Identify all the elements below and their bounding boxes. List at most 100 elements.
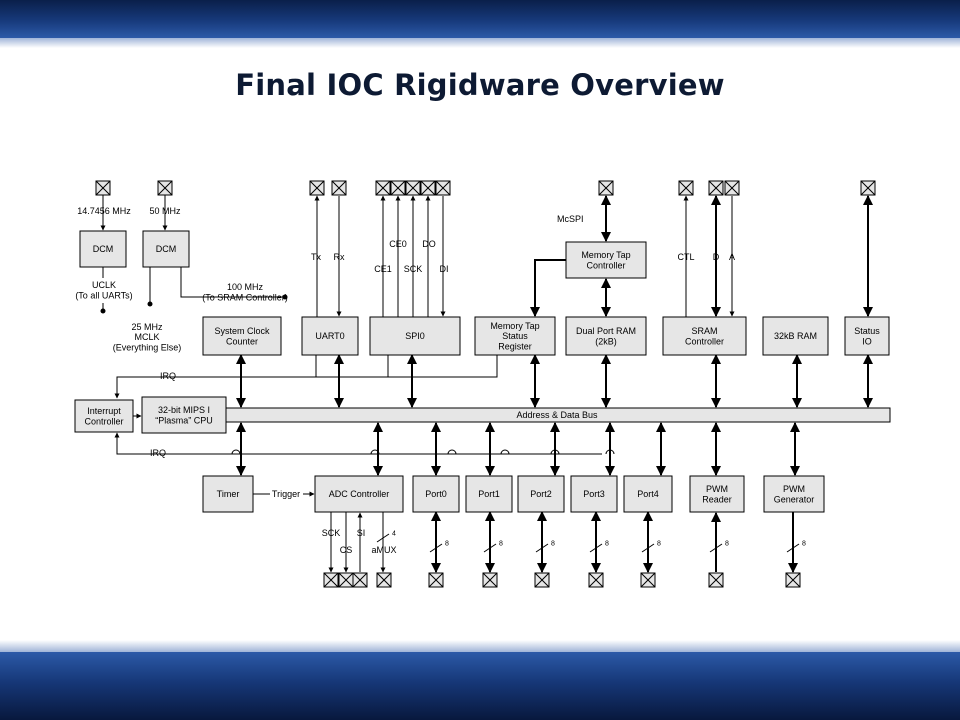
mem-tap-ctrl-label-line-2: Controller [586, 260, 625, 270]
ce0-label: CE0 [389, 239, 407, 249]
top-banner [0, 0, 960, 38]
mem-tap-status-label-line-3: Register [498, 342, 532, 352]
sram-clk-label-line-2: (To SRAM Controller) [202, 292, 288, 302]
sram-ctrl-box [662, 316, 747, 356]
dcm-1-box [79, 230, 127, 268]
irq-bottom-line [116, 433, 602, 455]
pin-d-x2 [708, 180, 724, 196]
port4-slash-width: 8 [657, 540, 661, 547]
mem-tap-status-box [474, 316, 556, 356]
pwm-gen-label-line-2: Generator [774, 494, 815, 504]
uclk-label-line-1: UCLK [92, 280, 116, 290]
bottom-banner [0, 652, 960, 720]
pin-port3-x2 [588, 572, 604, 588]
pwm-gen-box [763, 475, 825, 513]
pin-rx-x2 [331, 180, 347, 196]
dual-port-ram-label-line-2: (2kB) [595, 336, 617, 346]
pin-spi-5-x2 [435, 180, 451, 196]
spi0-label: SPI0 [405, 331, 425, 341]
irq-hop-3 [447, 449, 457, 455]
uart0-label: UART0 [315, 331, 344, 341]
adc-si-label: SI [357, 528, 366, 538]
dual-port-ram-box [565, 316, 647, 356]
mem-tap-status-label-line-2: Status [502, 331, 528, 341]
port0-box [412, 475, 460, 513]
port0-slash-width: 8 [445, 540, 449, 547]
trigger-label-bg [270, 488, 303, 500]
timer-box [202, 475, 254, 513]
block-shapes [74, 230, 891, 513]
ram-32k-box [762, 316, 829, 356]
pin-spi-4-x2 [420, 180, 436, 196]
mem-tap-ctrl-box [565, 241, 647, 279]
pin-clk2-x2 [157, 180, 173, 196]
pin-pwm-reader-x2 [708, 572, 724, 588]
pin-spi-2-x2 [390, 180, 406, 196]
port2-label: Port2 [530, 489, 552, 499]
pwm-gen-label-line-1: PWM [783, 484, 805, 494]
sram-ctrl-label-line-2: Controller [685, 336, 724, 346]
port3-label: Port3 [583, 489, 605, 499]
pwm-reader-slash [709, 543, 723, 553]
status-io-label-line-2: IO [862, 336, 872, 346]
a-label: A [729, 252, 735, 262]
port0-slash [429, 543, 443, 553]
pin-shapes [95, 180, 876, 588]
uclk-label-line-2: (To all UARTs) [75, 290, 132, 300]
irq-top-arrow [114, 376, 200, 399]
connection-lines [100, 195, 873, 573]
top-banner-glow [0, 38, 960, 48]
pin-a-x2 [724, 180, 740, 196]
clk1-freq-label: 14.7456 MHz [77, 206, 131, 216]
pin-mcspi-x2 [598, 180, 614, 196]
status-io-box [844, 316, 890, 356]
pin-adc-si-x2 [352, 572, 368, 588]
port1-slash [483, 543, 497, 553]
port2-slash [535, 543, 549, 553]
port4-slash [641, 543, 655, 553]
ctl-label: CTL [677, 252, 694, 262]
clk2-freq-label: 50 MHz [149, 206, 181, 216]
do-label: DO [422, 239, 436, 249]
port1-label: Port1 [478, 489, 500, 499]
irq-hop-4 [500, 449, 510, 455]
cpu-label-line-1: 32-bit MIPS I [158, 405, 210, 415]
mclk-dot [147, 301, 153, 307]
system-clock-counter-label-line-1: System Clock [214, 326, 270, 336]
pin-spi-1-x2 [375, 180, 391, 196]
irq-hop-1 [231, 449, 241, 455]
pin-clk1-x2 [95, 180, 111, 196]
port2-slash-width: 8 [551, 540, 555, 547]
dcm-1-label: DCM [93, 244, 114, 254]
pwm-gen-slash-width: 8 [802, 540, 806, 547]
port0-label: Port0 [425, 489, 447, 499]
pin-port0-x2 [428, 572, 444, 588]
adc-amux-slash-width: 4 [392, 530, 396, 537]
cpu-box [141, 396, 227, 434]
pin-tx-x2 [309, 180, 325, 196]
adc-amux-slash [376, 533, 390, 543]
uart0-box [301, 316, 359, 356]
pwm-reader-label-line-1: PWM [706, 484, 728, 494]
dual-port-ram-label-line-1: Dual Port RAM [576, 326, 636, 336]
di-label: DI [440, 264, 449, 274]
rx-label: Rx [334, 252, 345, 262]
pwm-reader-label-line-2: Reader [702, 494, 732, 504]
irq-bottom-arrow [114, 432, 200, 455]
sram-clk-dot [282, 294, 288, 300]
pin-adc-cs-x2 [338, 572, 354, 588]
address-data-bus-label: Address & Data Bus [516, 410, 598, 420]
pwm-reader-box [689, 475, 745, 513]
system-clock-counter-box [202, 316, 282, 356]
irq-top-label: IRQ [160, 371, 176, 381]
interrupt-ctrl-label-line-2: Controller [84, 416, 123, 426]
system-clock-counter-label-line-2: Counter [226, 336, 258, 346]
adc-sck-label: SCK [322, 528, 341, 538]
timer-label: Timer [217, 489, 240, 499]
sram-clk-label-line-1: 100 MHz [227, 282, 264, 292]
port3-box [570, 475, 618, 513]
port3-slash-width: 8 [605, 540, 609, 547]
adc-amux-label: aMUX [371, 545, 396, 555]
